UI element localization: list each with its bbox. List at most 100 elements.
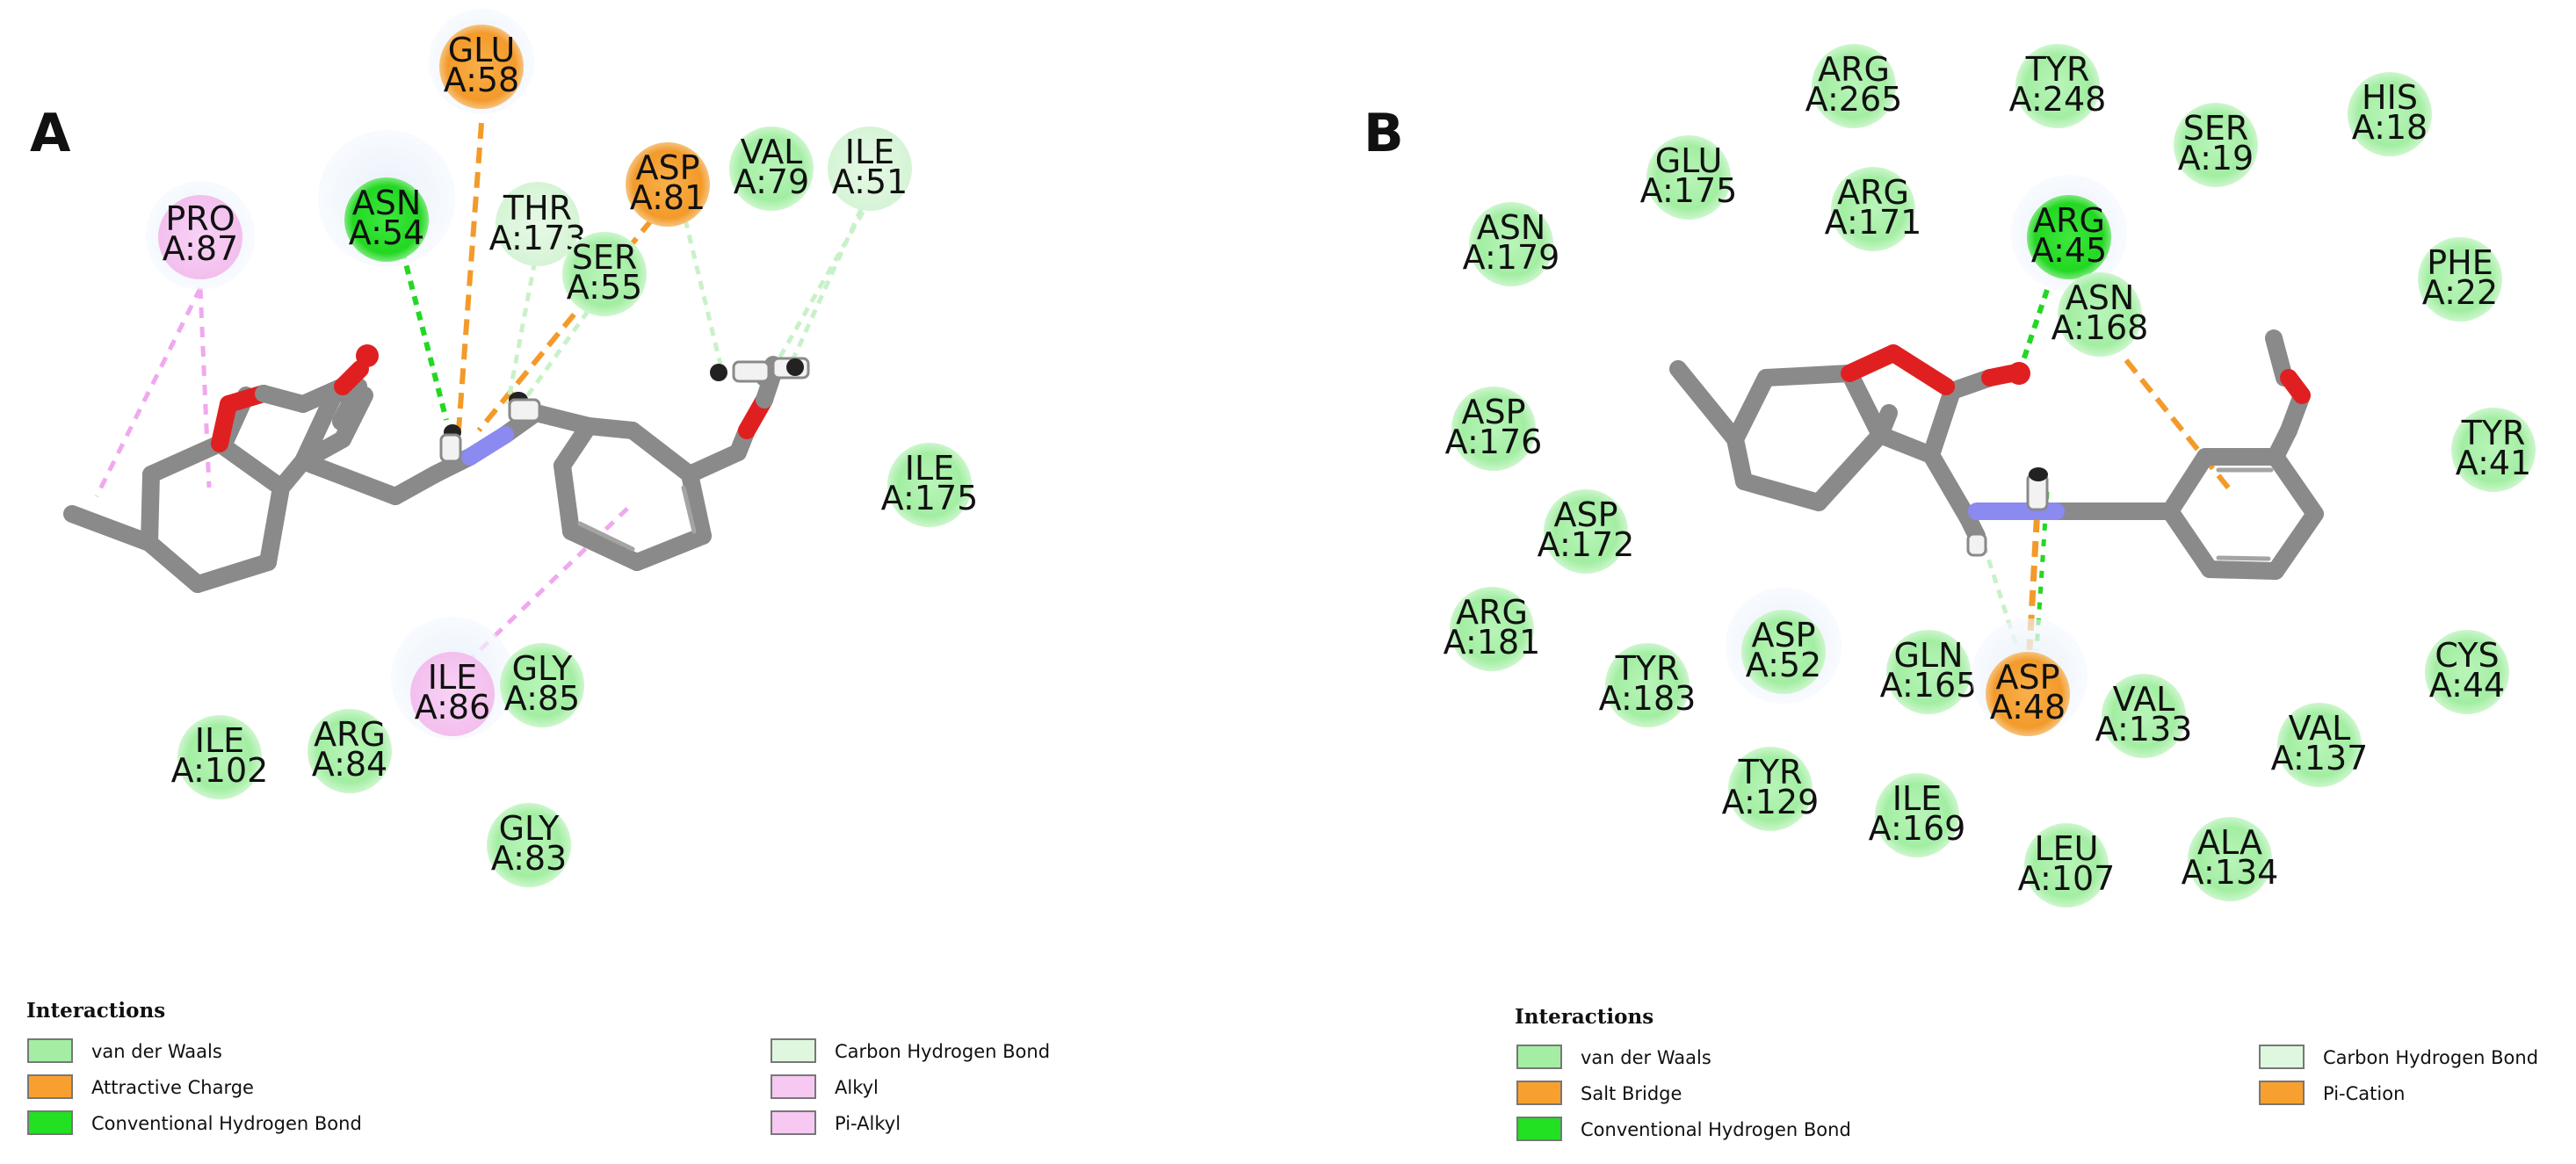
carbon-h-line <box>788 178 877 366</box>
residue-tyr248: TYR A:248 <box>2009 44 2107 128</box>
residue-asp172: ASP A:172 <box>1538 489 1634 574</box>
svg-text:A:175: A:175 <box>881 479 979 517</box>
legend-item-carbon-h: Carbon Hydrogen Bond <box>771 1038 1050 1063</box>
ligand-b <box>1669 329 2324 580</box>
svg-text:A:81: A:81 <box>630 178 706 217</box>
svg-text:A:19: A:19 <box>2178 139 2254 177</box>
svg-text:A:171: A:171 <box>1825 203 1922 242</box>
legend-item-salt-bridge: Salt Bridge <box>1516 1081 1682 1105</box>
svg-text:ARG: ARG <box>1818 50 1890 89</box>
svg-text:A:84: A:84 <box>312 745 387 784</box>
panel-b-label: B <box>1364 103 1404 164</box>
svg-text:SER: SER <box>2183 109 2249 148</box>
legend-item-carbon-h: Carbon Hydrogen Bond <box>2259 1045 2538 1069</box>
residue-gln165: GLN A:165 <box>1880 630 1978 714</box>
svg-text:van der Waals: van der Waals <box>1581 1047 1711 1068</box>
residue-asn54: ASN A:54 <box>318 130 455 267</box>
residue-ser19: SER A:19 <box>2174 103 2258 187</box>
legend-item-pi-cation: Pi-Cation <box>2259 1081 2405 1105</box>
svg-text:ARG: ARG <box>2033 201 2105 240</box>
svg-text:A:41: A:41 <box>2456 444 2531 482</box>
residue-tyr129: TYR A:129 <box>1722 747 1820 831</box>
svg-text:A:107: A:107 <box>2018 859 2116 898</box>
legend-a: Interactions van der Waals Attractive Ch… <box>26 999 1050 1135</box>
legend-b: Interactions van der Waals Salt Bridge C… <box>1515 1005 2538 1141</box>
svg-text:ASP: ASP <box>1553 495 1617 534</box>
panel-a-label: A <box>30 103 71 164</box>
svg-text:A:265: A:265 <box>1805 80 1903 119</box>
residue-ile86: ILE A:86 <box>391 617 514 740</box>
svg-text:A:85: A:85 <box>504 679 580 718</box>
svg-text:A:44: A:44 <box>2429 666 2505 705</box>
svg-text:A:54: A:54 <box>349 213 424 252</box>
svg-text:A:52: A:52 <box>1746 646 1821 684</box>
residue-cys44: CYS A:44 <box>2425 630 2509 714</box>
svg-text:van der Waals: van der Waals <box>91 1041 222 1062</box>
svg-text:A:58: A:58 <box>444 61 519 99</box>
carbon-h-line <box>505 245 540 405</box>
svg-text:A:133: A:133 <box>2095 710 2193 748</box>
svg-text:A:134: A:134 <box>2182 853 2279 892</box>
legend-item-vdw: van der Waals <box>1516 1045 1711 1069</box>
legend-item-alkyl: Alkyl <box>771 1074 879 1099</box>
svg-text:ARG: ARG <box>314 715 386 754</box>
svg-text:Pi-Alkyl: Pi-Alkyl <box>835 1113 901 1134</box>
svg-text:GLY: GLY <box>512 649 574 688</box>
residue-val79: VAL A:79 <box>729 127 814 211</box>
svg-text:ILE: ILE <box>195 721 244 760</box>
svg-text:PHE: PHE <box>2427 243 2493 282</box>
svg-text:Conventional Hydrogen Bond: Conventional Hydrogen Bond <box>91 1113 362 1134</box>
svg-text:ILE: ILE <box>905 449 954 488</box>
svg-text:ALA: ALA <box>2197 823 2262 862</box>
svg-text:Salt Bridge: Salt Bridge <box>1581 1083 1682 1104</box>
residue-arg84: ARG A:84 <box>308 709 392 793</box>
svg-text:GLU: GLU <box>1655 141 1723 180</box>
svg-text:ASN: ASN <box>352 184 422 222</box>
residue-tyr41: TYR A:41 <box>2451 408 2536 492</box>
residue-arg171: ARG A:171 <box>1825 167 1922 251</box>
svg-text:ILE: ILE <box>845 133 894 171</box>
svg-text:ARG: ARG <box>1837 173 1909 212</box>
svg-text:THR: THR <box>503 189 572 228</box>
residue-asp81: ASP A:81 <box>626 142 710 227</box>
residue-asp48: ASP A:48 <box>1972 618 2088 736</box>
svg-text:HIS: HIS <box>2362 78 2418 117</box>
alkyl-line <box>198 287 212 488</box>
svg-text:A:86: A:86 <box>415 688 490 727</box>
svg-text:ASP: ASP <box>1461 393 1525 431</box>
residue-phe22: PHE A:22 <box>2418 237 2502 322</box>
residue-his18: HIS A:18 <box>2348 72 2432 156</box>
hbond-line <box>2016 289 2050 374</box>
svg-text:ASN: ASN <box>2066 278 2135 317</box>
svg-text:ILE: ILE <box>428 658 477 697</box>
svg-text:A:165: A:165 <box>1880 666 1978 705</box>
residue-thr173: THR A:173 <box>489 182 586 266</box>
residue-val137: VAL A:137 <box>2271 703 2369 787</box>
residue-pro87: PRO A:87 <box>146 181 255 290</box>
svg-text:ARG: ARG <box>1456 593 1528 632</box>
residue-tyr183: TYR A:183 <box>1599 643 1696 727</box>
svg-text:A:22: A:22 <box>2422 273 2498 312</box>
svg-text:A:137: A:137 <box>2271 739 2369 777</box>
residue-glu175: GLU A:175 <box>1640 135 1737 220</box>
pi-cation-line <box>2124 358 2234 494</box>
svg-text:Carbon Hydrogen Bond: Carbon Hydrogen Bond <box>2323 1047 2538 1068</box>
svg-text:TYR: TYR <box>2461 414 2526 452</box>
svg-text:A:102: A:102 <box>171 751 269 790</box>
residue-asp52: ASP A:52 <box>1726 588 1842 704</box>
svg-text:A:248: A:248 <box>2009 80 2107 119</box>
legend-item-pi-alkyl: Pi-Alkyl <box>771 1110 901 1135</box>
carbon-h-line <box>1981 544 2019 647</box>
residues-a: PRO A:87 ASN A:54 GLU A:58 THR A:173 <box>146 9 978 887</box>
svg-text:A:79: A:79 <box>734 163 809 201</box>
svg-text:CYS: CYS <box>2435 636 2499 675</box>
svg-text:TYR: TYR <box>1738 753 1803 792</box>
svg-text:A:18: A:18 <box>2352 108 2428 147</box>
panel-a: A <box>26 9 1050 1135</box>
residue-asp176: ASP A:176 <box>1445 387 1542 471</box>
svg-text:A:51: A:51 <box>832 163 908 201</box>
svg-text:A:129: A:129 <box>1722 783 1820 821</box>
svg-text:Interactions: Interactions <box>1515 1005 1653 1029</box>
svg-text:Conventional Hydrogen Bond: Conventional Hydrogen Bond <box>1581 1119 1851 1140</box>
